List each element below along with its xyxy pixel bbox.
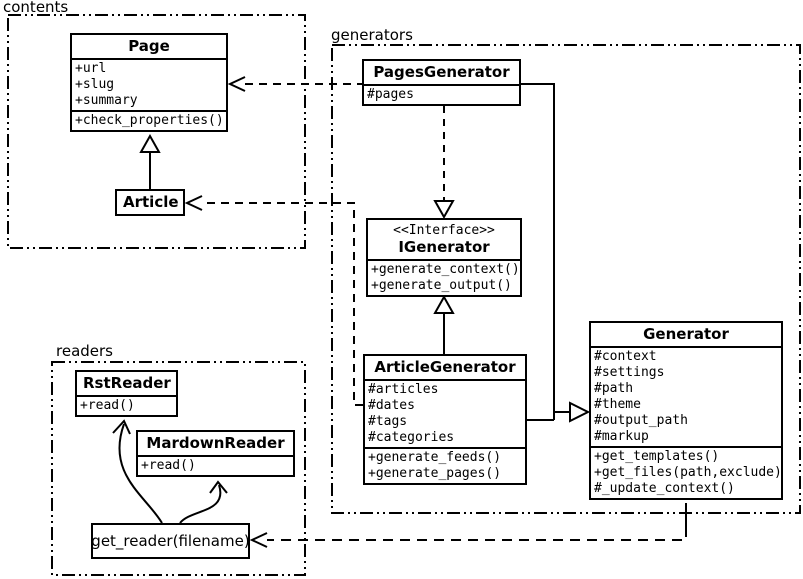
class-markdownreader-name: MardownReader	[146, 434, 285, 452]
attribute: +summary	[75, 93, 138, 108]
edge-articlegenerator-to-igenerator-generalization	[433, 294, 455, 354]
attribute: #theme	[594, 397, 641, 412]
attribute: #articles	[368, 382, 439, 397]
method: +read()	[141, 458, 196, 473]
edge-article-to-page-generalization	[139, 133, 161, 189]
class-pagesgenerator-name: PagesGenerator	[373, 63, 510, 81]
class-igenerator-methods: +generate_context() +generate_output()	[368, 259, 520, 295]
class-articlegenerator-methods: +generate_feeds() +generate_pages()	[365, 447, 525, 483]
node-get-reader-label: get_reader(filename)	[91, 532, 250, 550]
attribute: #pages	[367, 87, 414, 102]
class-article: Article	[115, 189, 185, 216]
edge-generator-to-getreader-dependency	[249, 503, 687, 548]
class-page-name: Page	[128, 37, 170, 55]
class-pagesgenerator-attributes: #pages	[364, 84, 519, 104]
class-generator-attributes: #context #settings #path #theme #output_…	[591, 346, 781, 446]
class-igenerator-stereotype: <<Interface>>	[393, 223, 495, 238]
node-get-reader: get_reader(filename)	[91, 523, 250, 559]
method: +read()	[80, 398, 135, 413]
package-label-readers: readers	[56, 342, 113, 360]
edge-getreader-to-markdownreader-arrow	[179, 480, 228, 524]
class-markdownreader-methods: +read()	[138, 455, 293, 475]
class-rstreader-methods: +read()	[77, 395, 176, 415]
class-generator: Generator #context #settings #path #them…	[589, 321, 783, 500]
attribute: +slug	[75, 77, 115, 92]
edge-articlegenerator-to-article-dependency	[184, 195, 363, 406]
class-igenerator: <<Interface>> IGenerator +generate_conte…	[366, 218, 522, 297]
attribute: #path	[594, 381, 634, 396]
package-border-generators	[331, 44, 801, 514]
class-igenerator-name: IGenerator	[398, 238, 490, 256]
package-label-contents: contents	[3, 0, 69, 16]
attribute: #markup	[594, 429, 649, 444]
method: +generate_pages()	[368, 466, 502, 481]
package-border-readers	[51, 361, 306, 576]
class-articlegenerator-name: ArticleGenerator	[374, 358, 516, 376]
package-label-generators: generators	[331, 26, 413, 44]
method: +get_files(path,exclude)	[594, 465, 782, 480]
class-rstreader: RstReader +read()	[75, 370, 178, 417]
method: +check_properties()	[75, 113, 224, 128]
attribute: #tags	[368, 414, 408, 429]
method: +generate_output()	[371, 278, 512, 293]
attribute: #context	[594, 349, 657, 364]
class-articlegenerator: ArticleGenerator #articles #dates #tags …	[363, 354, 527, 485]
attribute: +url	[75, 61, 107, 76]
edge-pagesgenerator-to-page-dependency	[227, 76, 362, 92]
method: +generate_feeds()	[368, 450, 502, 465]
class-page: Page +url +slug +summary +check_properti…	[70, 33, 228, 132]
class-markdownreader: MardownReader +read()	[136, 430, 295, 477]
package-border-contents	[7, 14, 306, 249]
attribute: #dates	[368, 398, 415, 413]
edge-generators-to-generator-generalization	[521, 83, 591, 423]
attribute: #output_path	[594, 413, 688, 428]
attribute: #settings	[594, 365, 665, 380]
attribute: #categories	[368, 430, 455, 445]
method: +get_templates()	[594, 449, 720, 464]
edge-getreader-to-rstreader-arrow	[112, 419, 163, 524]
class-rstreader-name: RstReader	[83, 374, 171, 392]
class-articlegenerator-attributes: #articles #dates #tags #categories	[365, 379, 525, 447]
method: #_update_context()	[594, 481, 735, 496]
class-generator-name: Generator	[643, 325, 729, 343]
edge-pagesgenerator-to-igenerator-realization	[433, 106, 455, 220]
class-page-methods: +check_properties()	[72, 110, 226, 130]
method: +generate_context()	[371, 262, 520, 277]
class-pagesgenerator: PagesGenerator #pages	[362, 59, 521, 106]
class-page-attributes: +url +slug +summary	[72, 58, 226, 110]
class-generator-methods: +get_templates() +get_files(path,exclude…	[591, 446, 782, 498]
class-article-name: Article	[123, 193, 179, 211]
